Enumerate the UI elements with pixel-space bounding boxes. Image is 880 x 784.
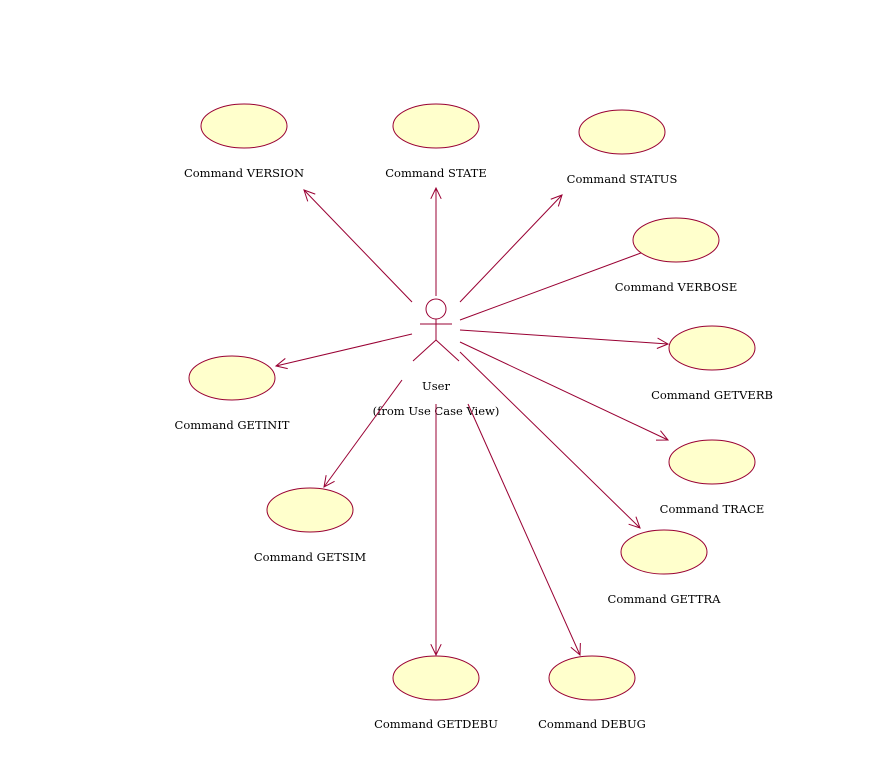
use-case-ellipse[interactable] <box>392 655 480 701</box>
use-case-command-verbose[interactable]: Command VERBOSE <box>615 217 738 294</box>
association-line <box>467 403 581 656</box>
use-case-command-getdebu[interactable]: Command GETDEBU <box>374 655 498 731</box>
association-arrow[interactable] <box>323 379 403 488</box>
association-line <box>459 341 669 441</box>
association-line <box>459 329 669 345</box>
arrowhead-icon <box>628 516 641 529</box>
use-case-label: Command DEBUG <box>538 717 646 731</box>
use-case-ellipse[interactable] <box>188 355 276 401</box>
association-arrow[interactable] <box>274 333 413 370</box>
use-case-ellipse[interactable] <box>266 487 354 533</box>
use-case-ellipse[interactable] <box>620 529 708 575</box>
use-case-ellipse[interactable] <box>392 103 480 149</box>
arrowhead-icon <box>570 642 581 657</box>
association-arrow[interactable] <box>467 403 581 657</box>
arrowhead-icon <box>274 358 288 370</box>
use-case-label: Command GETTRA <box>608 592 722 606</box>
use-case-command-debug[interactable]: Command DEBUG <box>538 655 646 731</box>
arrowhead-icon <box>550 194 563 207</box>
use-case-command-state[interactable]: Command STATE <box>385 103 487 180</box>
actor-name: User <box>422 379 450 393</box>
actor-left-leg <box>412 339 437 362</box>
use-case-label: Command GETDEBU <box>374 717 498 731</box>
use-case-ellipse[interactable] <box>632 217 720 263</box>
use-case-command-trace[interactable]: Command TRACE <box>660 439 765 516</box>
association-arrow[interactable] <box>430 404 442 657</box>
arrowhead-icon <box>656 337 670 349</box>
use-case-ellipse[interactable] <box>578 109 666 155</box>
use-case-command-getsim[interactable]: Command GETSIM <box>254 487 366 564</box>
arrowhead-icon <box>430 643 442 657</box>
use-case-command-gettra[interactable]: Command GETTRA <box>608 529 722 606</box>
use-case-label: Command GETSIM <box>254 550 366 564</box>
arrowhead-icon <box>430 186 442 200</box>
association-line <box>275 333 413 367</box>
use-case-command-getinit[interactable]: Command GETINIT <box>175 355 290 432</box>
use-case-ellipse[interactable] <box>668 325 756 371</box>
use-case-label: Command STATUS <box>567 172 678 186</box>
association-arrow[interactable] <box>430 186 442 296</box>
association-arrow[interactable] <box>459 329 670 349</box>
arrowhead-icon <box>323 475 335 488</box>
use-case-label: Command GETVERB <box>651 388 773 402</box>
association-line <box>303 189 413 303</box>
use-case-command-version[interactable]: Command VERSION <box>184 103 304 180</box>
association-arrow[interactable] <box>459 351 641 529</box>
association-arrow[interactable] <box>303 189 413 303</box>
actor-right-leg <box>435 339 460 362</box>
use-case-ellipse[interactable] <box>668 439 756 485</box>
use-case-command-status[interactable]: Command STATUS <box>567 109 678 186</box>
use-case-label: Command GETINIT <box>175 418 290 432</box>
association-line <box>459 194 563 303</box>
association-arrow[interactable] <box>459 341 670 441</box>
use-case-label: Command VERSION <box>184 166 304 180</box>
arrowhead-icon <box>303 189 316 202</box>
use-case-label: Command TRACE <box>660 502 765 516</box>
association-line <box>459 239 677 321</box>
association-line <box>459 351 641 529</box>
use-case-ellipse[interactable] <box>200 103 288 149</box>
use-case-label: Command VERBOSE <box>615 280 738 294</box>
association-line <box>323 379 403 488</box>
actor-head <box>425 298 447 320</box>
association-arrow[interactable] <box>459 194 563 303</box>
actor-user[interactable]: User (from Use Case View) <box>373 298 500 418</box>
use-case-command-getverb[interactable]: Command GETVERB <box>651 325 773 402</box>
use-case-ellipse[interactable] <box>548 655 636 701</box>
arrowhead-icon <box>655 430 670 441</box>
use-case-label: Command STATE <box>385 166 486 180</box>
